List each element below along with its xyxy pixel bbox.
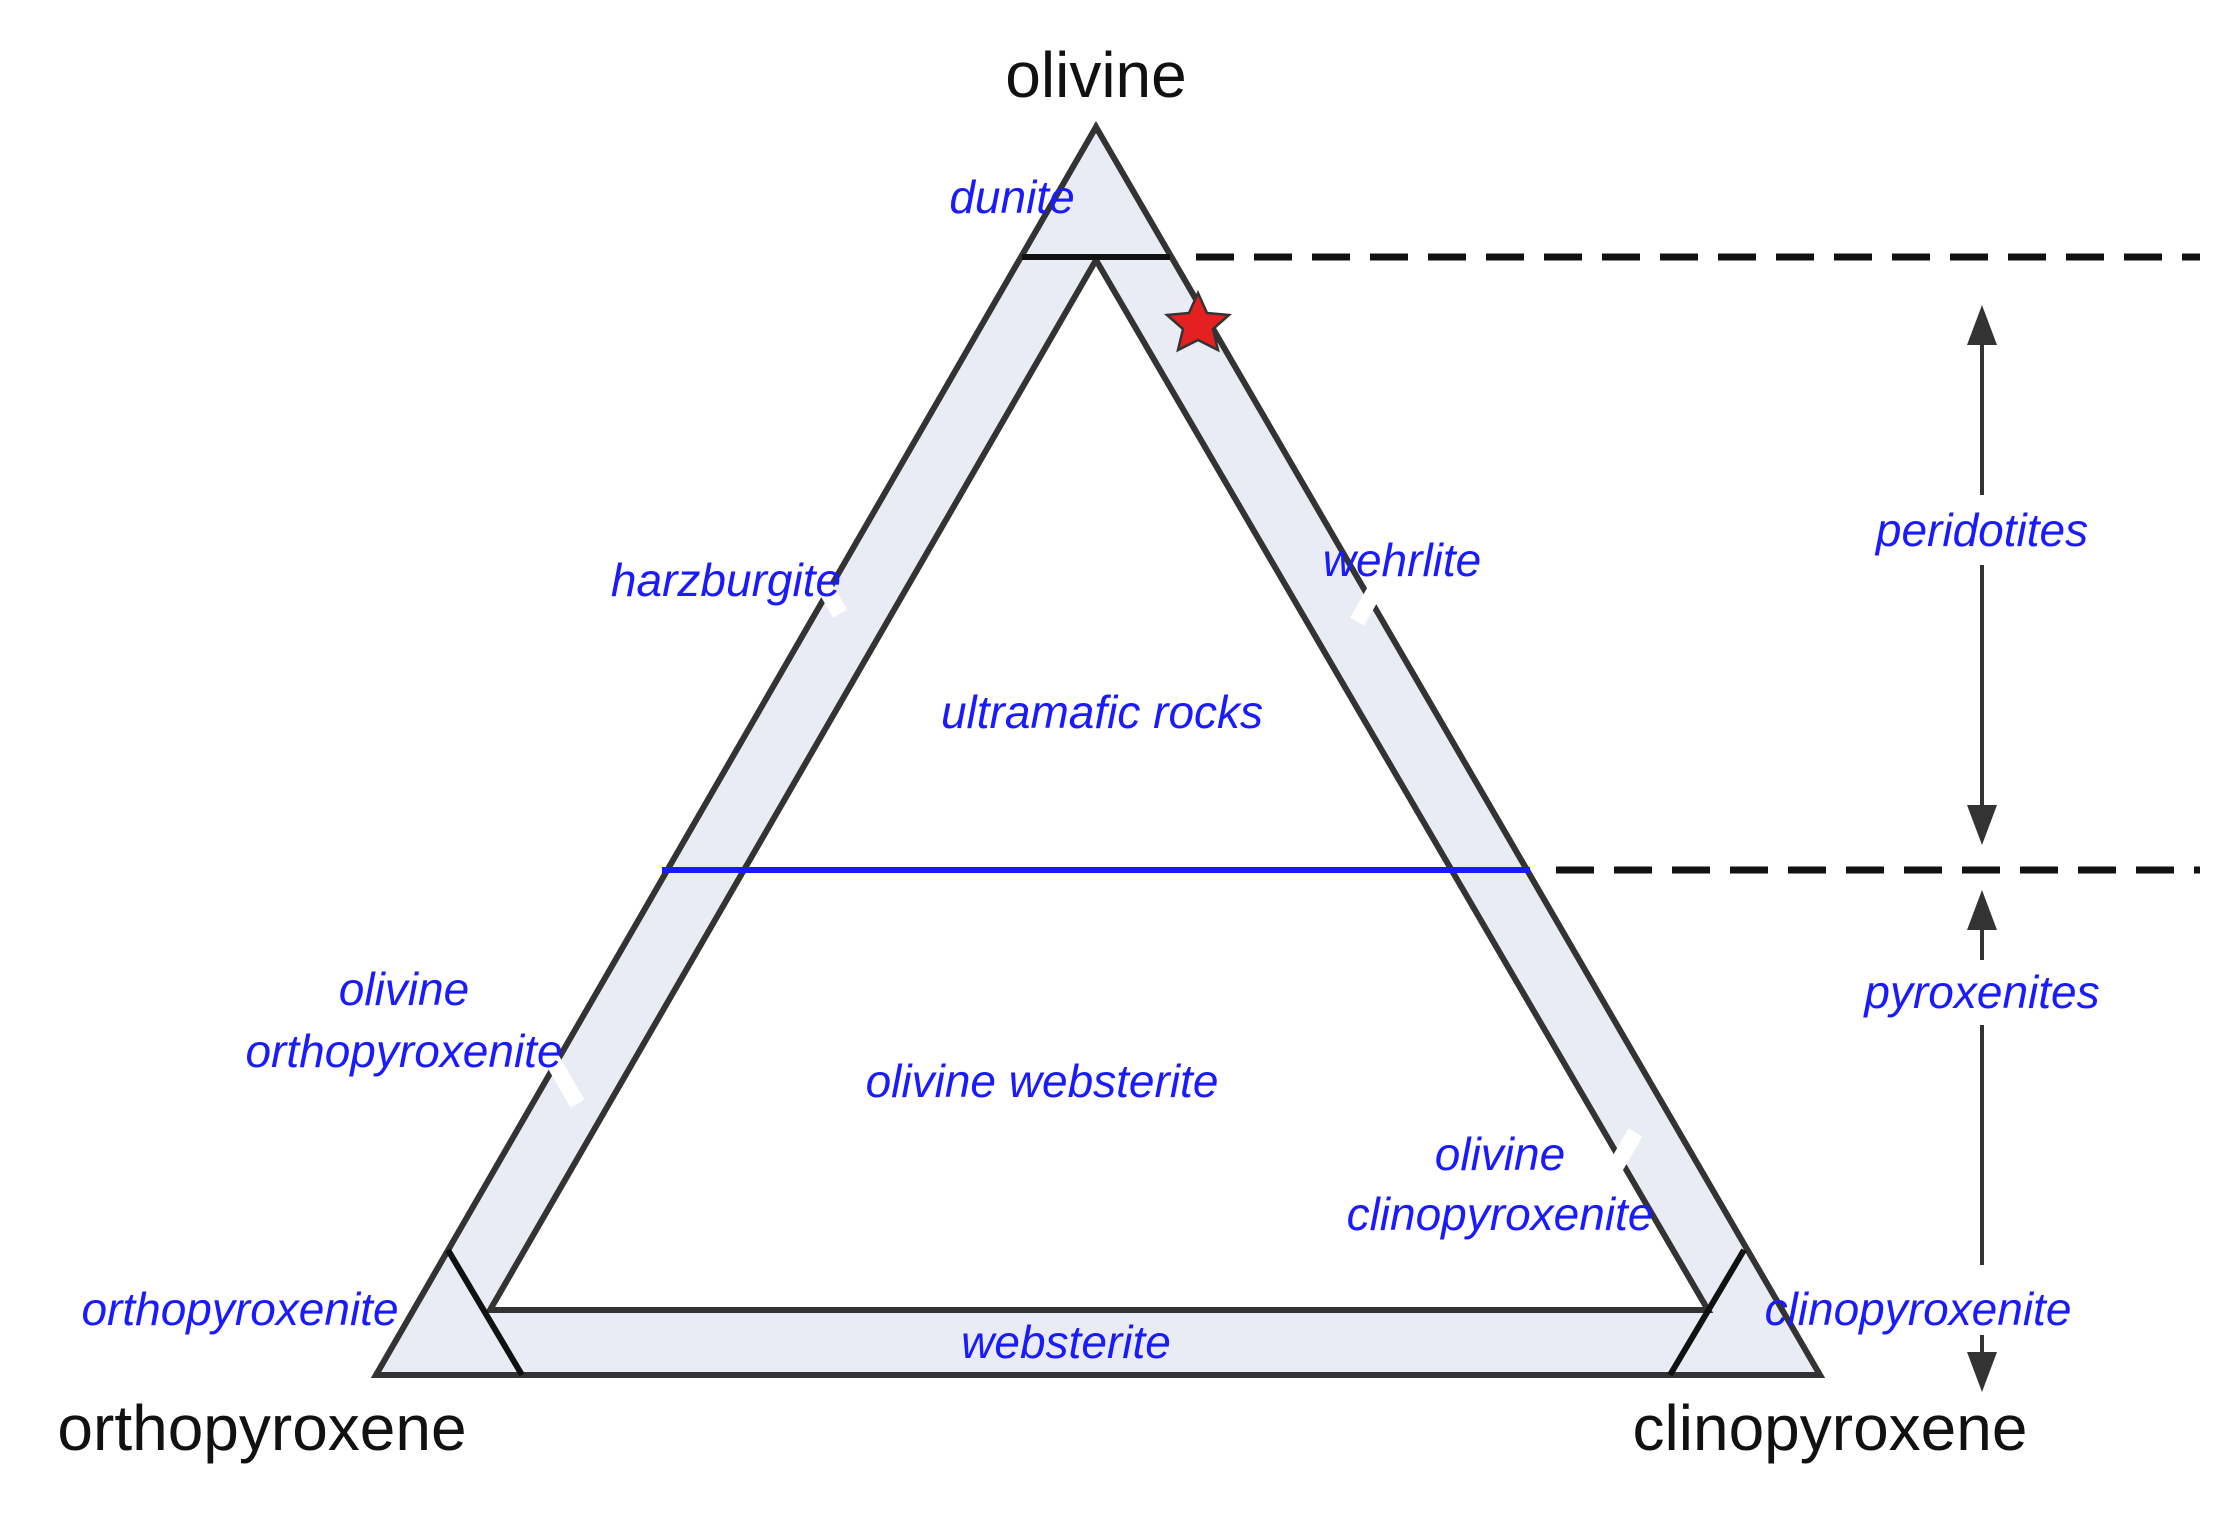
field-label-olivine-clinopyroxenite-line2: clinopyroxenite <box>1347 1188 1654 1240</box>
field-label-clinopyroxenite: clinopyroxenite <box>1765 1283 2072 1335</box>
field-label-olivine-orthopyroxenite-line2: orthopyroxenite <box>245 1025 562 1077</box>
apex-label-clinopyroxene: clinopyroxene <box>1633 1392 2028 1464</box>
field-label-olivine-clinopyroxenite-line1: olivine <box>1435 1128 1565 1180</box>
field-label-wehrlite: wehrlite <box>1323 534 1482 586</box>
field-label-harzburgite: harzburgite <box>611 554 841 606</box>
range-label-pyroxenites: pyroxenites <box>1862 966 2099 1018</box>
field-label-orthopyroxenite: orthopyroxenite <box>81 1283 398 1335</box>
field-label-ultramafic-rocks: ultramafic rocks <box>941 686 1263 738</box>
field-label-olivine-websterite: olivine websterite <box>866 1055 1219 1107</box>
clinopyroxenite-boundary <box>1667 1248 1747 1377</box>
sample-star-marker <box>1163 289 1233 353</box>
inner-triangle <box>484 254 1714 1313</box>
orthopyroxenite-boundary <box>445 1248 525 1377</box>
apex-label-orthopyroxene: orthopyroxene <box>57 1392 466 1464</box>
pyroxenites-range-arrow <box>1967 890 1997 1392</box>
range-label-peridotites: peridotites <box>1874 504 2088 556</box>
apex-label-olivine: olivine <box>1005 39 1186 111</box>
field-label-dunite: dunite <box>949 171 1074 223</box>
peridotites-range-arrow <box>1967 305 1997 845</box>
field-label-websterite: websterite <box>961 1316 1171 1368</box>
field-label-olivine-orthopyroxenite-line1: olivine <box>339 963 469 1015</box>
